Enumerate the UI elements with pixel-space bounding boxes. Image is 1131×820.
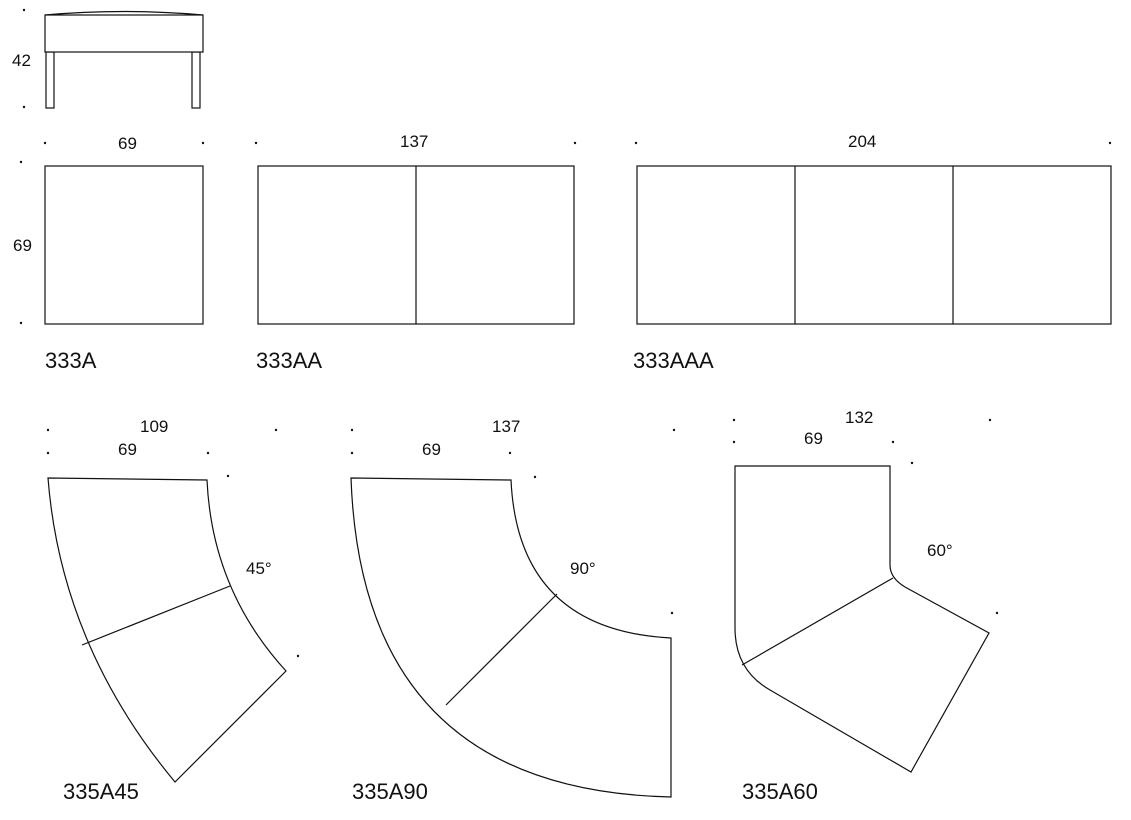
unit-335a45: 109 69 45° 335A45 [46, 417, 300, 804]
unit-335a60-seat [734, 465, 990, 773]
dim-dot [19, 321, 23, 325]
unit-333aaa-model-label: 333AAA [633, 348, 714, 373]
unit-333aa-model-label: 333AA [256, 348, 322, 373]
dim-dot [508, 451, 512, 455]
dim-dot [350, 451, 354, 455]
unit-335a60-inner-label: 69 [804, 429, 823, 448]
unit-333a-width-label: 69 [118, 134, 137, 153]
dim-dot [46, 451, 50, 455]
dim-dot [254, 141, 258, 145]
unit-335a60-divider [741, 577, 894, 666]
dim-dot [201, 141, 205, 145]
unit-333a-model-label: 333A [45, 348, 97, 373]
unit-335a90-angle-label: 90° [570, 559, 596, 578]
dim-dot [226, 474, 230, 478]
unit-333a-seat [44, 165, 204, 325]
unit-333aaa-seat [636, 165, 1112, 325]
ottoman-leg-right [191, 51, 201, 109]
dim-dot [43, 141, 47, 145]
unit-335a90-outer-label: 137 [492, 417, 520, 436]
dim-dot [573, 141, 577, 145]
dim-dot [206, 451, 210, 455]
ottoman-side-view: 42 [12, 8, 204, 109]
dim-dot [891, 440, 895, 444]
dim-dot [995, 611, 999, 615]
dim-dot [533, 475, 537, 479]
unit-335a90-model-label: 335A90 [352, 779, 428, 804]
unit-335a45-divider [81, 585, 231, 646]
unit-335a60-outer-label: 132 [845, 408, 873, 427]
ottoman-cushion-top [44, 10, 204, 16]
unit-335a60: 132 69 60° 335A60 [732, 408, 999, 804]
dim-dot [732, 418, 736, 422]
unit-335a60-model-label: 335A60 [742, 779, 818, 804]
dim-dot [22, 105, 26, 109]
unit-333aa: 137 333AA [254, 132, 577, 373]
dim-dot [1108, 141, 1112, 145]
dim-dot [19, 160, 23, 164]
unit-333aa-width-label: 137 [400, 132, 428, 151]
unit-335a90-seat [350, 477, 672, 798]
unit-333a-depth-label: 69 [13, 236, 32, 255]
dim-dot [296, 654, 300, 658]
unit-333aaa: 204 333AAA [633, 132, 1112, 373]
unit-335a45-outer-label: 109 [140, 417, 168, 436]
dim-dot [670, 611, 674, 615]
dim-dot [910, 461, 914, 465]
unit-333aaa-width-label: 204 [848, 132, 876, 151]
dim-dot [634, 141, 638, 145]
ottoman-seat-body [44, 14, 204, 53]
unit-335a45-angle-label: 45° [246, 559, 272, 578]
dim-dot [274, 428, 278, 432]
unit-335a60-angle-label: 60° [927, 541, 953, 560]
dim-dot [46, 428, 50, 432]
unit-335a90-divider [445, 593, 558, 706]
dim-dot [732, 440, 736, 444]
ottoman-leg-left [45, 51, 55, 109]
dim-dot [22, 8, 26, 12]
unit-335a90: 137 69 90° 335A90 [350, 417, 676, 804]
unit-335a45-seat [47, 477, 287, 783]
unit-333a: 69 69 333A [13, 134, 205, 373]
dim-dot [350, 428, 354, 432]
unit-335a45-model-label: 335A45 [63, 779, 139, 804]
unit-335a90-inner-label: 69 [422, 440, 441, 459]
unit-335a45-inner-label: 69 [118, 440, 137, 459]
dim-dot [672, 428, 676, 432]
dim-dot [988, 418, 992, 422]
ottoman-height-label: 42 [12, 51, 31, 70]
